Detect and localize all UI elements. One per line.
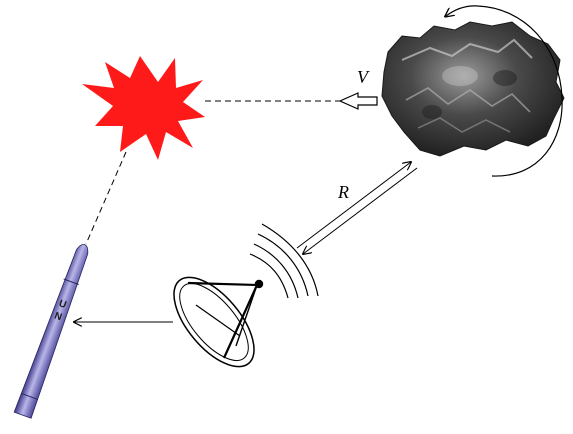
velocity-label: V (357, 67, 370, 87)
asteroid-rock-icon (382, 22, 564, 156)
rocket-missile-icon: U N (14, 242, 93, 419)
range-double-arrow (297, 162, 417, 254)
radar-dish-icon (159, 264, 268, 380)
velocity-arrow-icon (340, 93, 377, 109)
range-label: R (337, 182, 349, 202)
explosion-burst-icon (82, 56, 205, 160)
rocket-trajectory-dashed-line (86, 152, 126, 244)
